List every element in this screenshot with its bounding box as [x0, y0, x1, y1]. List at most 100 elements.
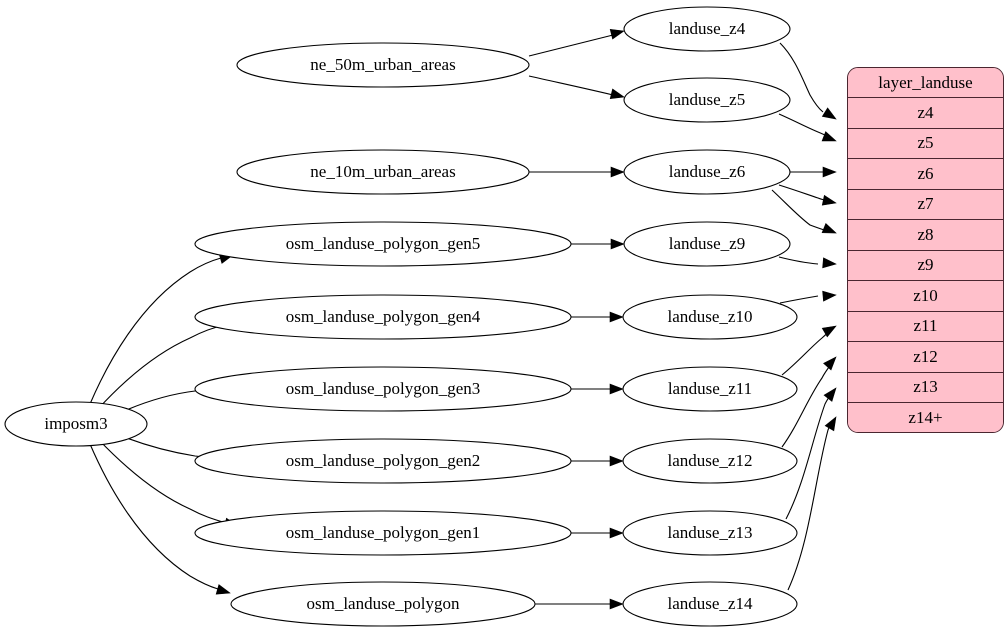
node-shape-view: [622, 438, 798, 484]
edge-arrowhead: [610, 238, 625, 250]
record-row-z4[interactable]: z4: [848, 98, 1003, 129]
node-shape-view: [623, 6, 791, 52]
edge-landuse_z6-to-record-z8: [771, 189, 837, 234]
edge-line: [781, 328, 834, 376]
node-shape-source: [236, 42, 530, 88]
node-osm_landuse_polygon_gen4[interactable]: osm_landuse_polygon_gen4: [194, 294, 572, 340]
record-row-z14+[interactable]: z14+: [848, 403, 1003, 432]
edge-arrowhead: [824, 416, 837, 432]
node-shape-source: [236, 149, 530, 195]
record-row-z10[interactable]: z10: [848, 281, 1003, 312]
node-shape-table: [194, 221, 572, 267]
edge-ne_10m_urban_areas-to-landuse_z6: [529, 166, 625, 178]
record-header: layer_landuse: [848, 68, 1003, 98]
edge-arrowhead: [609, 383, 624, 395]
edge-line: [89, 257, 222, 405]
record-row-z12[interactable]: z12: [848, 342, 1003, 373]
node-shape-table: [194, 438, 572, 484]
node-osm_landuse_polygon_gen1[interactable]: osm_landuse_polygon_gen1: [194, 510, 572, 556]
node-landuse_z5[interactable]: landuse_z5: [623, 77, 791, 123]
edge-landuse_z10-to-record-z10: [779, 290, 837, 304]
node-shape-table: [194, 510, 572, 556]
node-landuse_z4[interactable]: landuse_z4: [623, 6, 791, 52]
edge-arrowhead: [822, 166, 837, 178]
node-osm_landuse_polygon_gen3[interactable]: osm_landuse_polygon_gen3: [194, 366, 572, 412]
node-osm_landuse_polygon[interactable]: osm_landuse_polygon: [230, 581, 536, 627]
record-row-z6[interactable]: z6: [848, 159, 1003, 190]
record-row-z9[interactable]: z9: [848, 250, 1003, 281]
edge-arrowhead: [823, 387, 837, 402]
edge-arrowhead: [610, 166, 625, 178]
node-osm_landuse_polygon_gen2[interactable]: osm_landuse_polygon_gen2: [194, 438, 572, 484]
node-landuse_z14[interactable]: landuse_z14: [622, 581, 798, 627]
edge-arrowhead: [821, 222, 837, 234]
edge-arrowhead: [821, 325, 837, 338]
node-shape-table: [194, 366, 572, 412]
edge-arrowhead: [215, 584, 231, 595]
node-shape-view: [622, 510, 798, 556]
edge-arrowhead: [821, 131, 837, 142]
node-ne_10m_urban_areas[interactable]: ne_10m_urban_areas: [236, 149, 530, 195]
edge-landuse_z5-to-record-z5: [778, 113, 837, 142]
node-landuse_z10[interactable]: landuse_z10: [622, 294, 798, 340]
edge-line: [771, 189, 831, 233]
edge-arrowhead: [609, 88, 625, 100]
edge-landuse_z12-to-record-z12: [781, 356, 837, 448]
edge-ne_50m_urban_areas-to-landuse_z5: [528, 75, 625, 100]
node-shape-view: [622, 294, 798, 340]
record-row-z5[interactable]: z5: [848, 128, 1003, 159]
edge-landuse_z13-to-record-z13: [785, 387, 837, 520]
node-landuse_z12[interactable]: landuse_z12: [622, 438, 798, 484]
edge-osm_landuse_polygon-to-landuse_z14: [535, 598, 624, 610]
edge-imposm3-to-osm_landuse_polygon: [89, 443, 231, 595]
node-shape-source: [4, 401, 148, 447]
edge-arrowhead: [609, 28, 625, 40]
edge-line: [787, 418, 835, 591]
edge-landuse_z11-to-record-z11: [781, 325, 837, 376]
node-shape-view: [623, 149, 791, 195]
node-shape-view: [623, 77, 791, 123]
node-osm_landuse_polygon_gen5[interactable]: osm_landuse_polygon_gen5: [194, 221, 572, 267]
edge-line: [97, 438, 227, 524]
edge-osm_landuse_polygon_gen2-to-landuse_z12: [571, 455, 624, 467]
record-row-z11[interactable]: z11: [848, 311, 1003, 342]
edge-line: [778, 256, 819, 265]
edge-arrowhead: [822, 290, 837, 302]
record-row-z8[interactable]: z8: [848, 220, 1003, 251]
edge-line: [528, 34, 614, 57]
edge-osm_landuse_polygon_gen5-to-landuse_z9: [571, 238, 625, 250]
edge-osm_landuse_polygon_gen1-to-landuse_z13: [571, 527, 624, 539]
node-landuse_z13[interactable]: landuse_z13: [622, 510, 798, 556]
record-row-z7[interactable]: z7: [848, 189, 1003, 220]
edge-line: [89, 443, 219, 590]
edge-osm_landuse_polygon_gen3-to-landuse_z11: [571, 383, 624, 395]
node-landuse_z11[interactable]: landuse_z11: [622, 366, 798, 412]
node-landuse_z6[interactable]: landuse_z6: [623, 149, 791, 195]
edge-osm_landuse_polygon_gen4-to-landuse_z10: [571, 311, 624, 323]
nodes-layer: imposm3 ne_50m_urban_areas ne_10m_urban_ar…: [4, 6, 798, 627]
node-imposm3[interactable]: imposm3: [4, 401, 148, 447]
edge-line: [97, 323, 229, 410]
node-ne_50m_urban_areas[interactable]: ne_50m_urban_areas: [236, 42, 530, 88]
edge-line: [779, 295, 819, 304]
edge-landuse_z6-to-record-z6: [790, 166, 837, 178]
edge-line: [778, 113, 832, 139]
edge-landuse_z9-to-record-z9: [778, 256, 837, 269]
node-shape-view: [623, 221, 791, 267]
edge-line: [528, 75, 614, 96]
record-row-z13[interactable]: z13: [848, 372, 1003, 403]
edge-landuse_z4-to-record-z4: [779, 42, 837, 120]
edge-ne_50m_urban_areas-to-landuse_z4: [528, 28, 625, 57]
edge-arrowhead: [822, 257, 837, 269]
edges-layer: [89, 28, 837, 610]
node-shape-table: [194, 294, 572, 340]
edge-arrowhead: [609, 527, 624, 539]
edge-arrowhead: [609, 311, 624, 323]
edge-arrowhead: [609, 598, 624, 610]
node-shape-view: [622, 366, 798, 412]
edge-line: [779, 42, 824, 113]
node-shape-table: [230, 581, 536, 627]
node-landuse_z9[interactable]: landuse_z9: [623, 221, 791, 267]
